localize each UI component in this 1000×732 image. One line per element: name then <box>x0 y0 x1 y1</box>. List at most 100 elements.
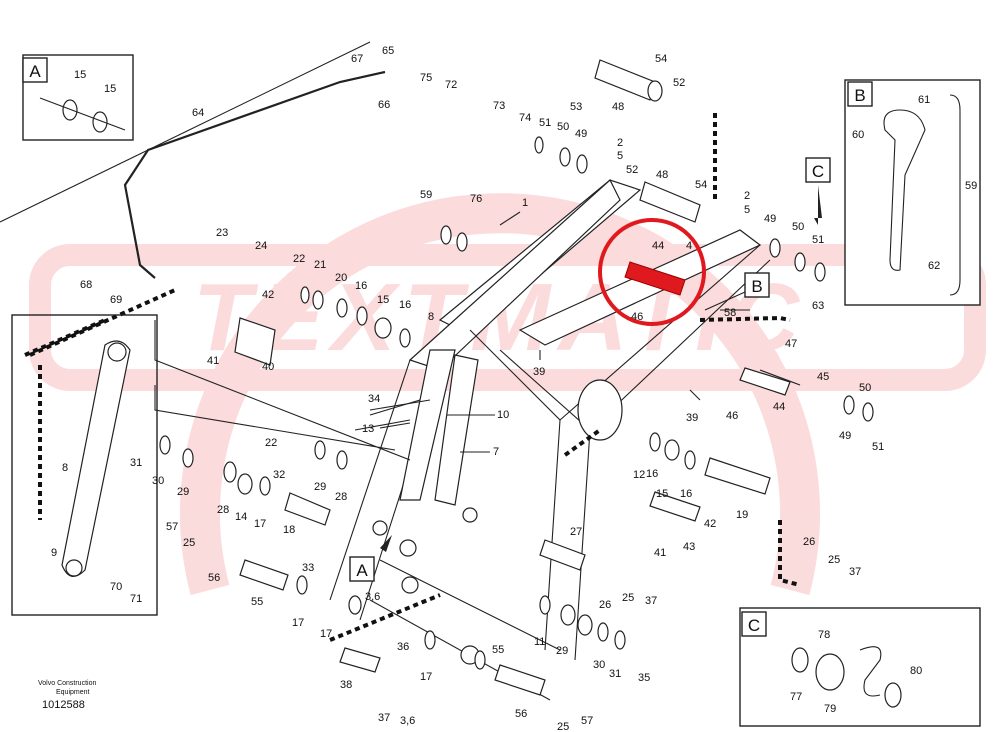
svg-text:61: 61 <box>918 94 930 106</box>
drawing-footer: Volvo Construction Equipment 1012588 <box>38 680 96 711</box>
highlighted-pin-44[interactable] <box>598 218 706 326</box>
inset-b-frame <box>844 79 981 306</box>
svg-text:73: 73 <box>493 100 505 112</box>
svg-text:49: 49 <box>575 128 587 140</box>
svg-text:A: A <box>356 561 368 580</box>
svg-text:69: 69 <box>110 294 122 306</box>
svg-text:9: 9 <box>51 547 57 559</box>
svg-text:16: 16 <box>355 280 367 292</box>
svg-text:51: 51 <box>872 441 884 453</box>
svg-text:5: 5 <box>744 204 750 216</box>
svg-text:4: 4 <box>686 240 692 252</box>
part-labels: 15 15 61 60 59 62 78 77 79 80 8 9 70 71 … <box>51 45 977 732</box>
svg-text:15: 15 <box>104 83 116 95</box>
svg-text:26: 26 <box>803 536 815 548</box>
svg-text:57: 57 <box>581 715 593 727</box>
svg-text:8: 8 <box>62 462 68 474</box>
svg-text:31: 31 <box>130 457 142 469</box>
svg-text:34: 34 <box>368 393 380 405</box>
svg-text:17: 17 <box>292 617 304 629</box>
svg-text:39: 39 <box>686 412 698 424</box>
svg-text:25: 25 <box>622 592 634 604</box>
svg-text:26: 26 <box>599 599 611 611</box>
svg-text:25: 25 <box>557 721 569 732</box>
svg-text:16: 16 <box>680 488 692 500</box>
svg-text:15: 15 <box>377 294 389 306</box>
callout-flag-b[interactable]: B <box>704 272 770 311</box>
svg-text:21: 21 <box>314 259 326 271</box>
svg-text:47: 47 <box>785 338 797 350</box>
svg-text:37: 37 <box>645 595 657 607</box>
inset-b-letter: B <box>854 86 865 105</box>
svg-text:25: 25 <box>183 537 195 549</box>
svg-text:1: 1 <box>522 197 528 209</box>
svg-text:32: 32 <box>273 469 285 481</box>
svg-text:46: 46 <box>631 311 643 323</box>
svg-text:68: 68 <box>80 279 92 291</box>
svg-text:77: 77 <box>790 691 802 703</box>
svg-text:62: 62 <box>928 260 940 272</box>
svg-text:53: 53 <box>570 101 582 113</box>
svg-text:80: 80 <box>910 665 922 677</box>
svg-text:64: 64 <box>192 107 204 119</box>
svg-text:50: 50 <box>859 382 871 394</box>
svg-text:16: 16 <box>646 468 658 480</box>
svg-text:51: 51 <box>539 117 551 129</box>
svg-text:74: 74 <box>519 112 531 124</box>
svg-text:31: 31 <box>609 668 621 680</box>
svg-text:44: 44 <box>652 240 664 252</box>
svg-text:59: 59 <box>965 180 977 192</box>
svg-text:2: 2 <box>744 190 750 202</box>
svg-text:70: 70 <box>110 581 122 593</box>
svg-text:43: 43 <box>683 541 695 553</box>
svg-text:25: 25 <box>828 554 840 566</box>
inset-link8-frame <box>11 314 158 616</box>
svg-text:20: 20 <box>335 272 347 284</box>
callout-flag-a-mid[interactable]: A <box>349 535 392 582</box>
svg-text:Volvo Construction: Volvo Construction <box>38 680 96 687</box>
svg-text:58: 58 <box>724 307 736 319</box>
svg-text:33: 33 <box>302 562 314 574</box>
svg-text:28: 28 <box>335 491 347 503</box>
link-rods <box>354 349 479 506</box>
bar-64-leader <box>0 41 371 223</box>
svg-text:3,6: 3,6 <box>400 715 415 727</box>
svg-text:56: 56 <box>515 708 527 720</box>
svg-text:27: 27 <box>570 526 582 538</box>
svg-text:29: 29 <box>314 481 326 493</box>
svg-text:17: 17 <box>420 671 432 683</box>
svg-text:28: 28 <box>217 504 229 516</box>
dashed-guides <box>24 113 801 642</box>
svg-text:30: 30 <box>152 475 164 487</box>
svg-text:23: 23 <box>216 227 228 239</box>
svg-text:52: 52 <box>673 77 685 89</box>
svg-text:76: 76 <box>470 193 482 205</box>
inset-c-frame <box>739 607 981 727</box>
callout-flag-c[interactable]: C <box>805 157 831 225</box>
svg-text:39: 39 <box>533 366 545 378</box>
svg-text:48: 48 <box>656 169 668 181</box>
svg-text:30: 30 <box>593 659 605 671</box>
svg-text:16: 16 <box>399 299 411 311</box>
svg-text:42: 42 <box>704 518 716 530</box>
svg-text:52: 52 <box>626 164 638 176</box>
svg-text:60: 60 <box>852 129 864 141</box>
svg-text:66: 66 <box>378 99 390 111</box>
pins <box>234 59 801 696</box>
link-8 <box>61 340 131 577</box>
svg-text:37: 37 <box>378 712 390 724</box>
svg-text:54: 54 <box>695 179 707 191</box>
inset-c-letter: C <box>748 616 760 635</box>
svg-text:B: B <box>751 277 762 296</box>
svg-text:11: 11 <box>534 636 545 648</box>
svg-text:29: 29 <box>177 486 189 498</box>
svg-text:3,6: 3,6 <box>365 591 380 603</box>
svg-text:19: 19 <box>736 509 748 521</box>
svg-text:17: 17 <box>254 518 266 530</box>
svg-text:29: 29 <box>556 645 568 657</box>
svg-text:35: 35 <box>638 672 650 684</box>
washers <box>159 136 874 670</box>
watermark-logo: TEXTMATIC <box>29 193 986 596</box>
svg-text:17: 17 <box>320 628 332 640</box>
